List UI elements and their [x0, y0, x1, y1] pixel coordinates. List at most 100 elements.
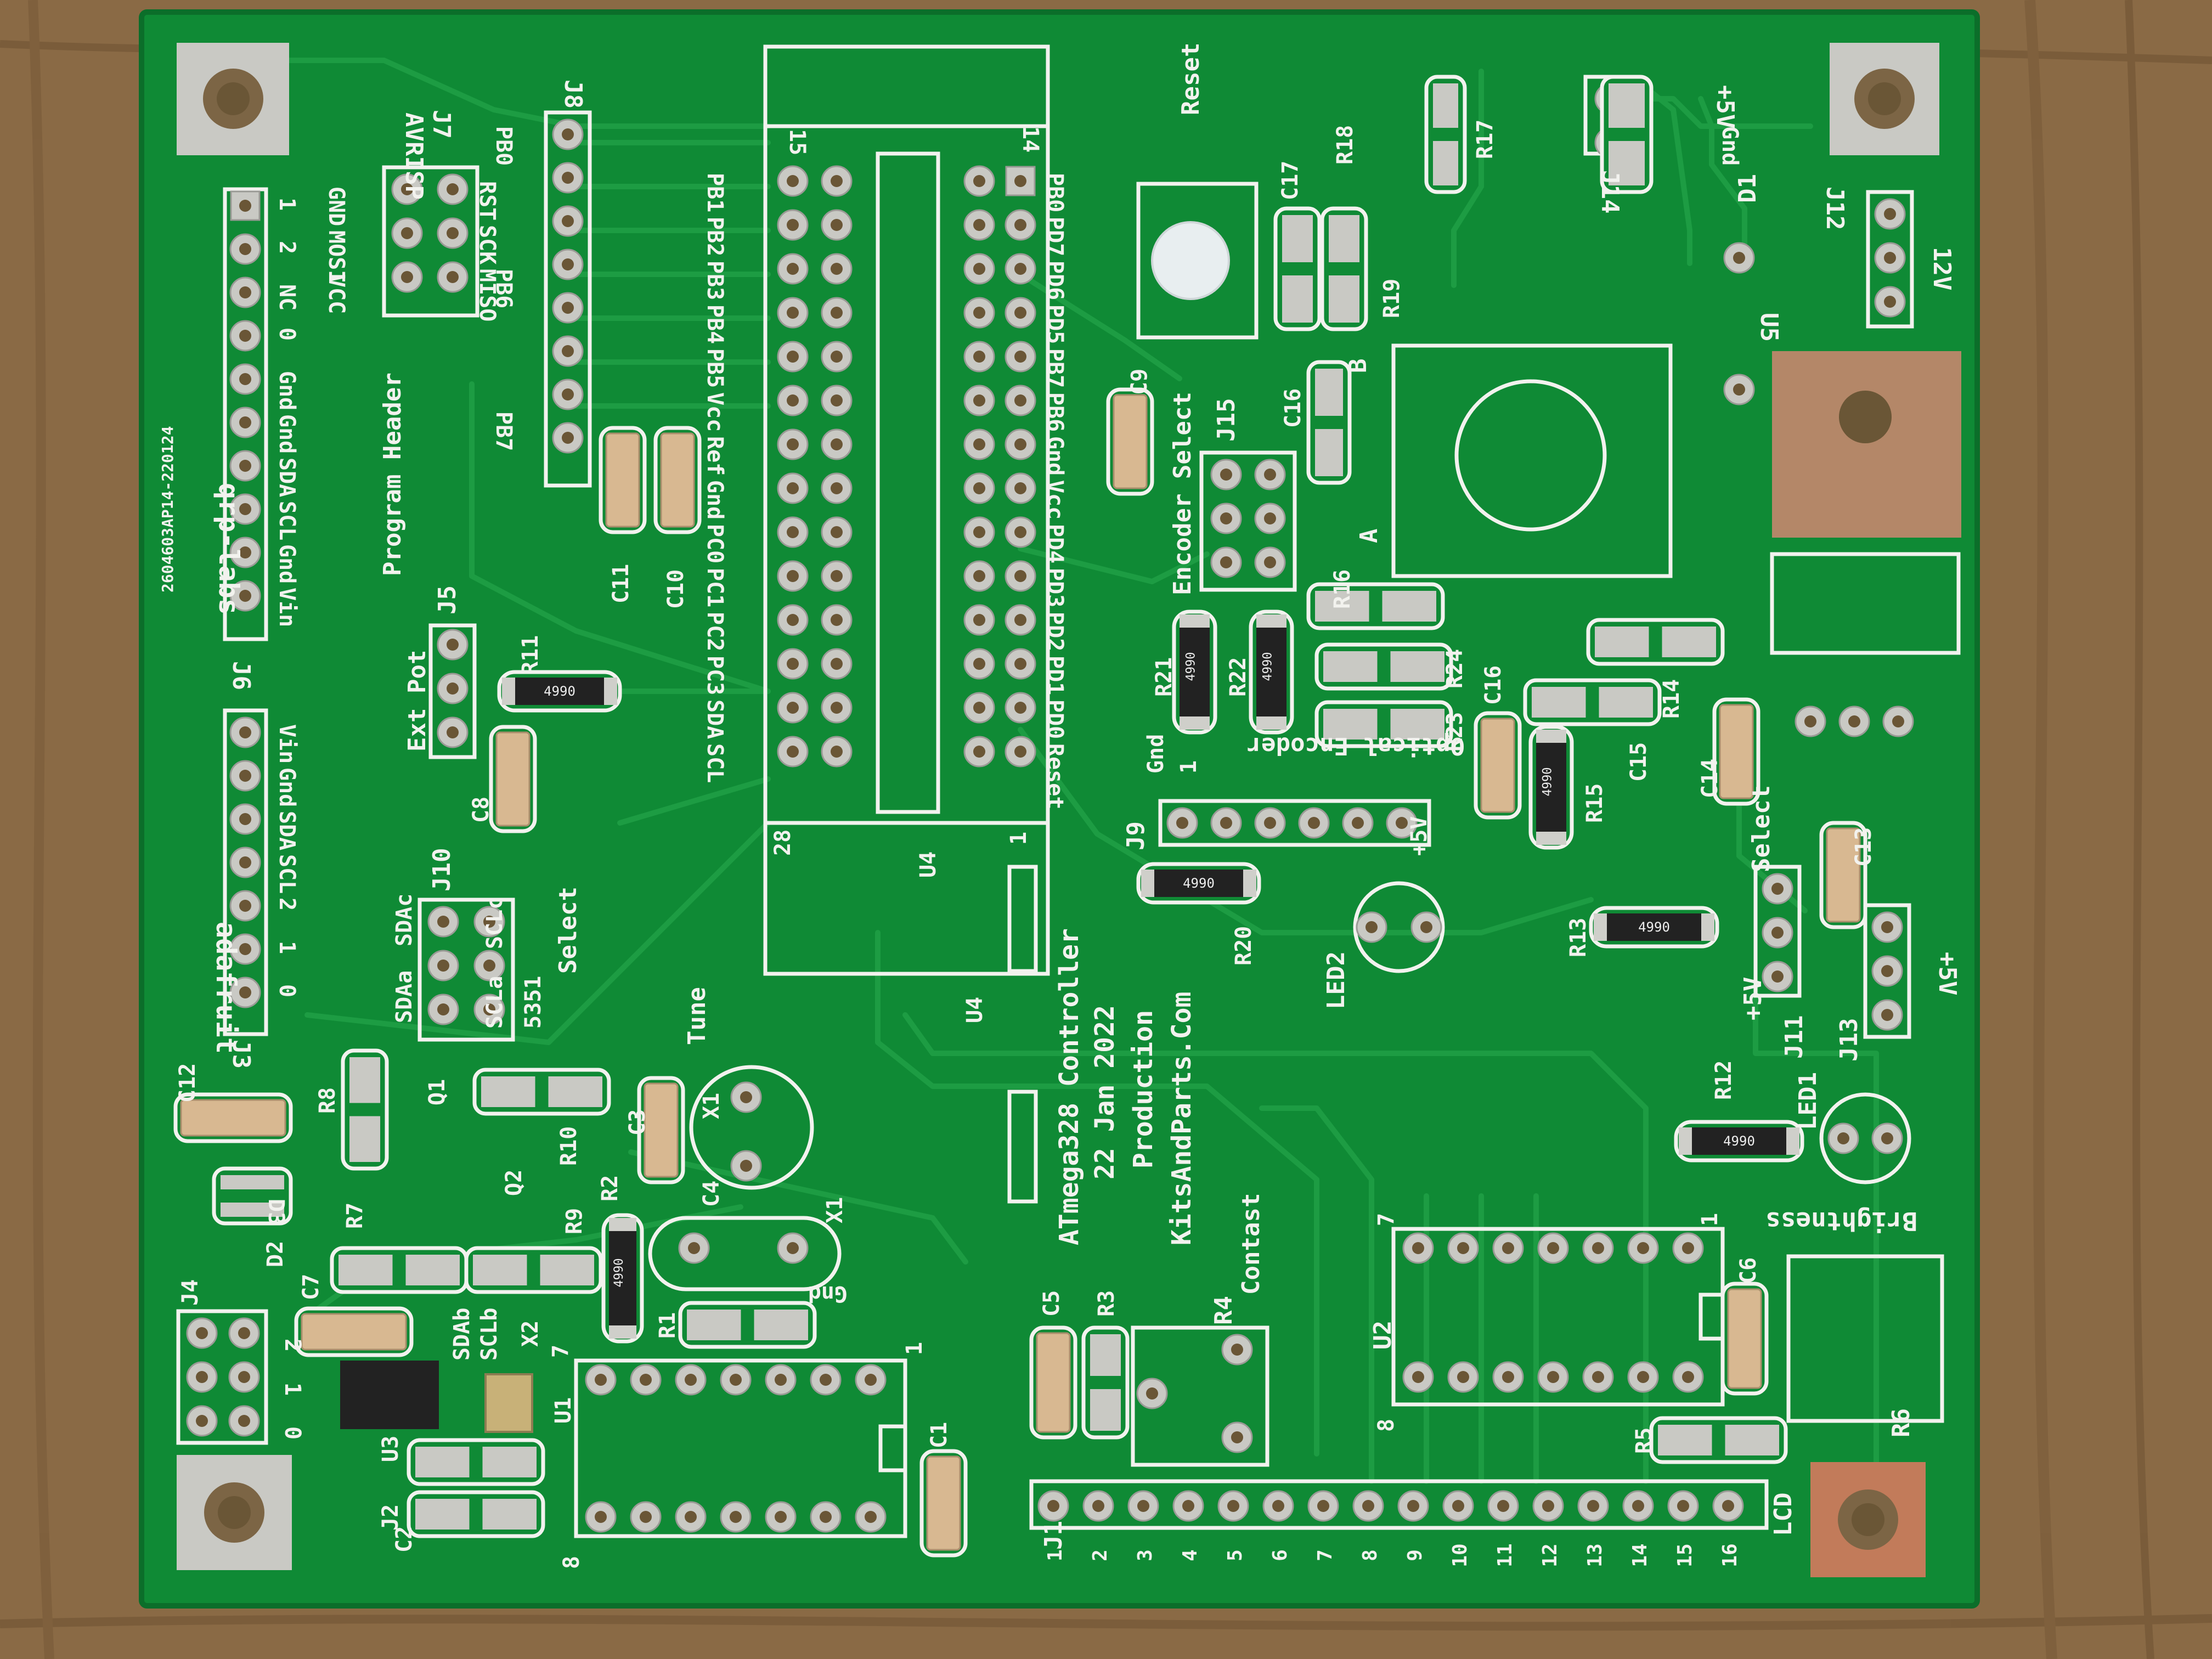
lcd-label: LCD: [1769, 1493, 1797, 1536]
lcd-pin-number: 14: [1629, 1543, 1651, 1567]
j6-pin-label: NC: [274, 284, 300, 311]
svg-text:J4: J4: [178, 1279, 203, 1306]
svg-text:D3: D3: [263, 1199, 289, 1225]
u4-left-pin-label: PC1: [702, 568, 727, 607]
lcd-pin-number: 9: [1404, 1549, 1426, 1561]
lcd-pin-number: 2: [1089, 1549, 1111, 1561]
svg-text:R4: R4: [1210, 1296, 1238, 1325]
svg-text:1: 1: [902, 1342, 927, 1355]
svg-text:15: 15: [785, 129, 810, 155]
svg-text:+5V: +5V: [1739, 977, 1767, 1020]
u4-right-pin-label: PD5: [1042, 304, 1068, 344]
capacitor: [495, 731, 531, 827]
reset-button[interactable]: [1151, 221, 1230, 300]
r6-brightness-pot: [1786, 1254, 1944, 1423]
svg-text:R16: R16: [1330, 569, 1355, 609]
svg-text:C8: C8: [469, 797, 494, 823]
svg-text:J13: J13: [1835, 1018, 1863, 1062]
avrisp-right-pin-label: RST: [475, 181, 500, 221]
svg-text:J9: J9: [1122, 821, 1150, 850]
capacitor: [605, 432, 640, 528]
svg-text:Gnd: Gnd: [1717, 126, 1742, 166]
u4-right-pin-label: PD1: [1042, 656, 1068, 695]
lcd-pin-number: 5: [1224, 1549, 1246, 1561]
svg-text:X1: X1: [699, 1093, 724, 1119]
svg-text:SDAa: SDAa: [392, 970, 417, 1023]
u4-right-pin-label: PD7: [1042, 217, 1068, 256]
capacitor: [1480, 718, 1515, 813]
lcd-pin-number: 12: [1539, 1543, 1561, 1567]
u4-left-pin-label: PB1: [702, 173, 727, 212]
svg-text:U5: U5: [1755, 313, 1783, 342]
u4-right-pin-label: PB0: [1042, 173, 1068, 212]
svg-text:SDAc: SDAc: [392, 894, 417, 946]
j9-pin-label: Gnd: [1143, 734, 1169, 774]
svg-text:C3: C3: [625, 1109, 650, 1136]
u4-left-pin-label: Gnd: [702, 480, 727, 520]
u4-left-pin-label: SCL: [702, 743, 727, 783]
svg-text:J3: J3: [227, 1040, 255, 1069]
svg-text:C16: C16: [1481, 665, 1506, 705]
svg-text:J11: J11: [1780, 1015, 1808, 1059]
u4-right-pin-label: PD2: [1042, 612, 1068, 651]
j6-pin-label: 0: [274, 328, 300, 341]
j6-pin-label: SDA: [274, 458, 300, 497]
svg-text:R17: R17: [1472, 120, 1498, 159]
svg-text:SCLc: SCLc: [482, 896, 507, 949]
j8-pin-label: PB6: [491, 269, 516, 308]
svg-text:J14: J14: [1596, 170, 1624, 213]
svg-text:R21: R21: [1152, 657, 1177, 697]
u4-left-pin-label: Ref: [702, 436, 727, 476]
svg-text:C13: C13: [1851, 827, 1876, 867]
capacitor: [1727, 1288, 1762, 1389]
svg-text:R6: R6: [1887, 1408, 1915, 1437]
u4-right-pin-label: Vcc: [1042, 480, 1068, 520]
j6-pin-label: 1: [274, 198, 300, 211]
avrisp-label: AVRISP: [400, 112, 428, 200]
svg-text:R12: R12: [1711, 1060, 1736, 1100]
svg-text:C5: C5: [1039, 1290, 1064, 1317]
j8-pin-label: PB7: [491, 411, 516, 451]
through-hole-pads: [186, 83, 1914, 1533]
svg-text:14: 14: [1018, 126, 1043, 153]
j10-select-label: Select: [554, 887, 582, 974]
svg-text:LED1: LED1: [1794, 1072, 1822, 1130]
svg-text:R5: R5: [1632, 1427, 1657, 1454]
svg-text:7: 7: [548, 1345, 573, 1358]
capacitor: [301, 1313, 407, 1351]
twelve-v-label: 12V: [1928, 247, 1956, 290]
svg-text:R3: R3: [1094, 1290, 1119, 1317]
svg-text:J5: J5: [433, 585, 461, 614]
lcd-pin-number: 13: [1584, 1543, 1606, 1567]
avrisp-left-pin-label: VCC: [324, 274, 349, 314]
capacitor: [1036, 1332, 1071, 1433]
lcd-pin-number: 6: [1269, 1549, 1291, 1561]
svg-text:R13: R13: [1566, 918, 1591, 957]
copper-traces: [206, 58, 1879, 1484]
j3-pin-label: 1: [274, 941, 300, 954]
reset-label: Reset: [1177, 43, 1205, 115]
capacitor: [180, 1099, 286, 1137]
capacitor: [660, 432, 695, 528]
optical-encoder-label: Optical Encoder: [1247, 732, 1465, 760]
svg-text:J7: J7: [427, 110, 455, 139]
pcb-board: [142, 12, 1977, 1606]
svg-text:U2: U2: [1369, 1321, 1397, 1350]
j4-pin-label: 2: [280, 1339, 305, 1352]
svg-text:R15: R15: [1582, 783, 1607, 823]
u4-right-pin-label: PD4: [1042, 524, 1068, 563]
avrisp-left-pin-label: MOSI: [324, 230, 349, 283]
svg-text:J12: J12: [1821, 187, 1849, 230]
capacitor: [644, 1082, 679, 1178]
r4-contrast-pot: [1131, 1325, 1269, 1467]
svg-text:C11: C11: [608, 564, 634, 603]
encoder-b-label: B: [1344, 359, 1372, 374]
resistor-value: 4990: [544, 684, 575, 699]
svg-text:U3: U3: [378, 1436, 403, 1462]
svg-text:C15: C15: [1626, 742, 1651, 782]
u5-heatsink-pad: [1772, 351, 1961, 538]
lcd-pin-number: 8: [1359, 1549, 1381, 1561]
u4-left-pin-label: PB2: [702, 217, 727, 256]
